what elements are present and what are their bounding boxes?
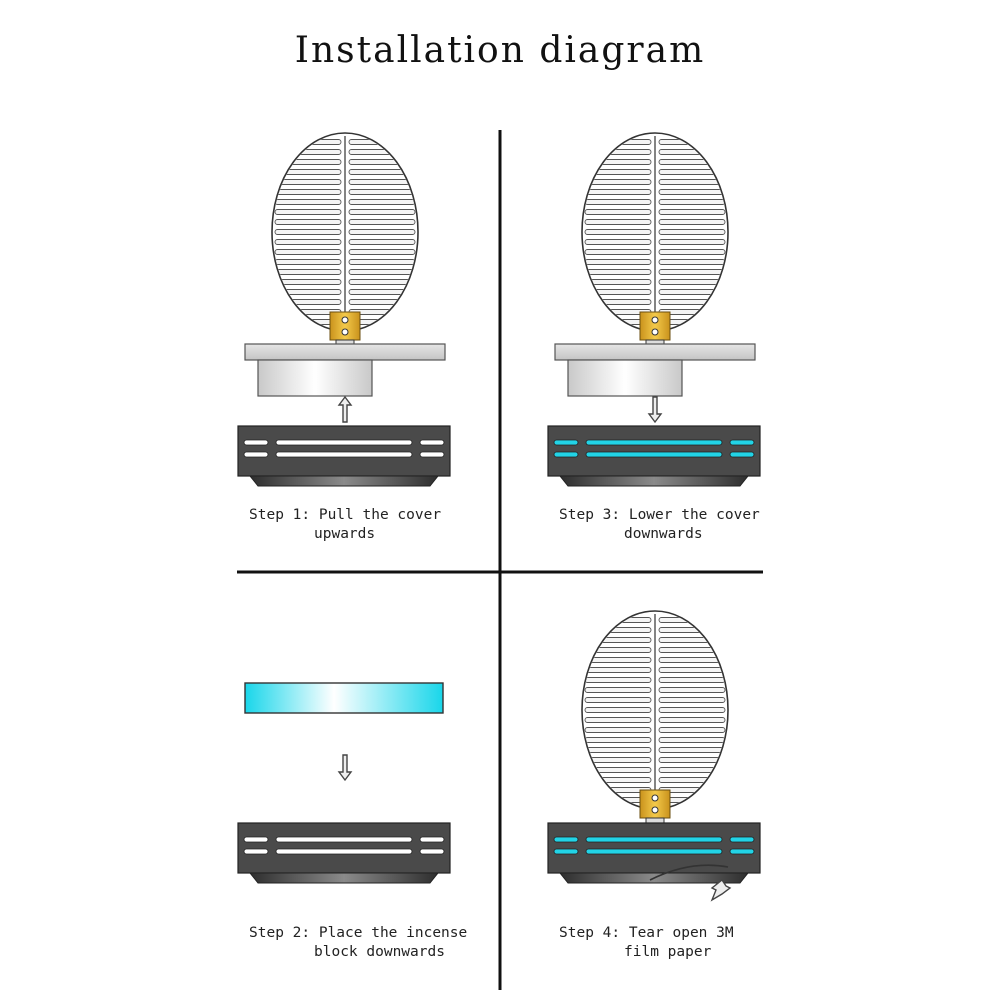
page-title: Installation diagram [294, 30, 706, 71]
step1-grille [271, 132, 419, 332]
step3-cup [567, 359, 683, 397]
step3-caption: Step 3: Lower the cover downwards [559, 506, 760, 544]
step3-grille [581, 132, 729, 332]
step1-brass-post [329, 311, 361, 346]
step4-base [547, 822, 761, 884]
step3-illustration [547, 132, 761, 487]
step4-tear-curve [649, 864, 729, 881]
step4-caption: Step 4: Tear open 3M film paper [559, 924, 734, 962]
step3-brass-post [639, 311, 671, 346]
step2-incense-block [244, 682, 444, 714]
step3-base [547, 425, 761, 487]
step2-caption: Step 2: Place the incense block downward… [249, 924, 467, 962]
step4-tear-arrow [710, 878, 732, 902]
step1-illustration [237, 132, 451, 487]
step4-grille [581, 610, 729, 810]
step3-plate [554, 343, 756, 361]
step2-caption-line2: block downwards [314, 944, 445, 960]
step1-up-arrow [337, 395, 353, 423]
step1-caption: Step 1: Pull the cover upwards [249, 506, 441, 544]
step3-down-arrow [647, 396, 663, 424]
step4-caption-line2: film paper [624, 944, 712, 960]
step2-down-arrow [337, 754, 353, 782]
step3-caption-line1: Step 3: Lower the cover [559, 507, 760, 523]
step2-illustration [237, 682, 451, 884]
step3-caption-line2: downwards [624, 526, 703, 542]
step1-caption-line2: upwards [314, 526, 376, 542]
step1-cup [257, 359, 373, 397]
step2-caption-line1: Step 2: Place the incense [249, 925, 468, 941]
step4-illustration [547, 610, 761, 902]
step1-base [237, 425, 451, 487]
step4-brass-post [639, 789, 671, 824]
step1-plate [244, 343, 446, 361]
step4-caption-line1: Step 4: Tear open 3M [559, 925, 734, 941]
step2-base [237, 822, 451, 884]
step1-caption-line1: Step 1: Pull the cover [249, 507, 442, 523]
